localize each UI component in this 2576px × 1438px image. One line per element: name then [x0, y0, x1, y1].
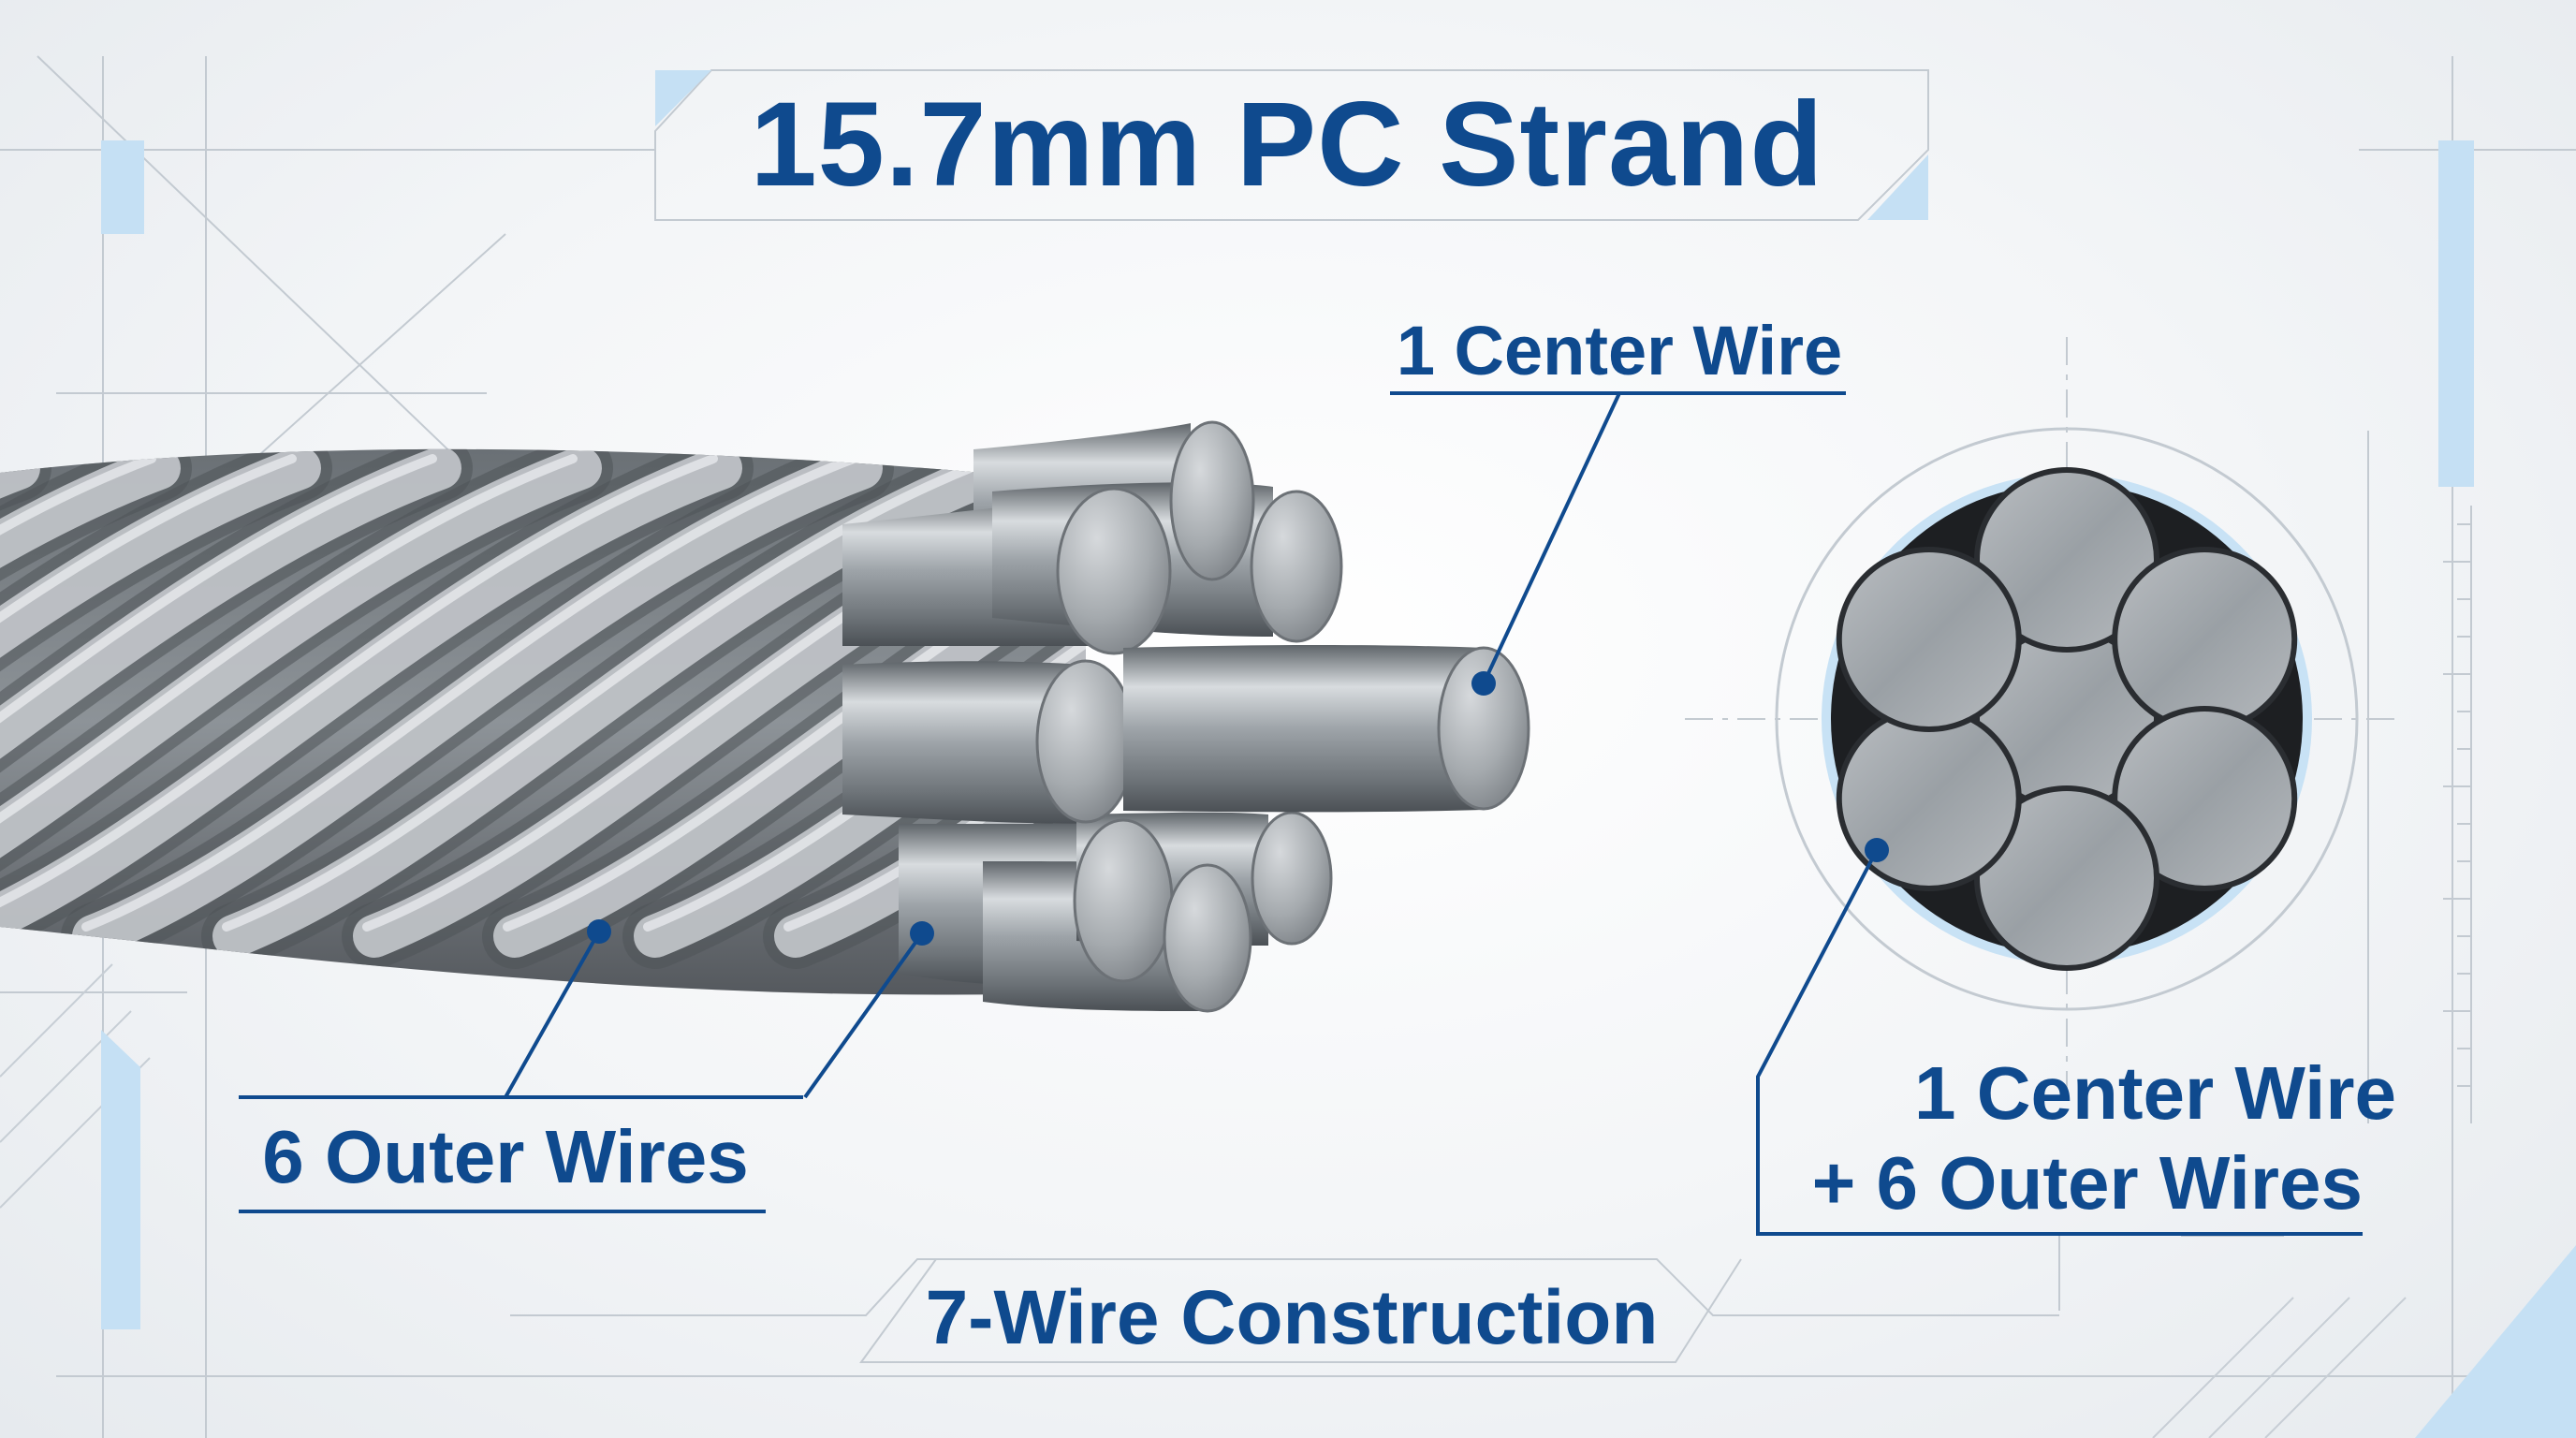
center-wire-label: 1 Center Wire	[1396, 312, 1843, 389]
center-wire-section	[1980, 632, 2154, 806]
construction-label-line-2: + 6 Outer Wires	[1811, 1141, 2363, 1225]
helical-wire-highlight	[0, 448, 321, 958]
outer-wire-section	[1841, 552, 2016, 726]
center-wire-3d	[1123, 645, 1530, 813]
helical-wire-highlight	[774, 448, 1086, 958]
cross-section-wires	[1836, 467, 2298, 971]
outer-wire-section	[1980, 791, 2154, 965]
construction-label-line-1: 1 Center Wire	[1914, 1051, 2396, 1135]
outer-wire-section	[1841, 712, 2016, 886]
page-title: 15.7mm PC Strand	[750, 78, 1824, 212]
strand-3d	[0, 420, 1530, 1013]
outer-wire-section	[2117, 552, 2292, 726]
outer-wire-section	[2117, 712, 2292, 886]
outer-wire-ends	[842, 420, 1343, 1013]
outer-wire-section	[1980, 473, 2154, 647]
helical-wire-highlight	[0, 448, 461, 958]
construction-footer-label: 7-Wire Construction	[925, 1275, 1659, 1360]
cross-section	[1685, 337, 2396, 1105]
helical-wire-highlight	[0, 448, 181, 958]
outer-wires-label: 6 Outer Wires	[262, 1115, 749, 1198]
leader-lines	[239, 391, 2363, 1236]
helical-wire-sheen	[0, 454, 718, 932]
leader-dots	[587, 671, 1889, 946]
helical-wire-sheen	[0, 454, 437, 932]
helical-wire-highlight	[0, 448, 742, 958]
helical-wire-highlight	[72, 448, 883, 958]
helical-wire-sheen	[0, 454, 297, 932]
helical-wire-sheen	[0, 454, 578, 932]
ruler-ticks	[2443, 523, 2471, 1087]
helical-wire-highlight	[0, 448, 602, 958]
helical-wire-sheen	[783, 454, 1086, 932]
blueprint-accent-blocks	[101, 70, 2576, 1438]
helical-wire-sheen	[222, 454, 999, 932]
blueprint-hatch	[0, 963, 2407, 1438]
helical-wire-sheen	[0, 454, 156, 932]
helical-wire-sheen	[81, 454, 858, 932]
